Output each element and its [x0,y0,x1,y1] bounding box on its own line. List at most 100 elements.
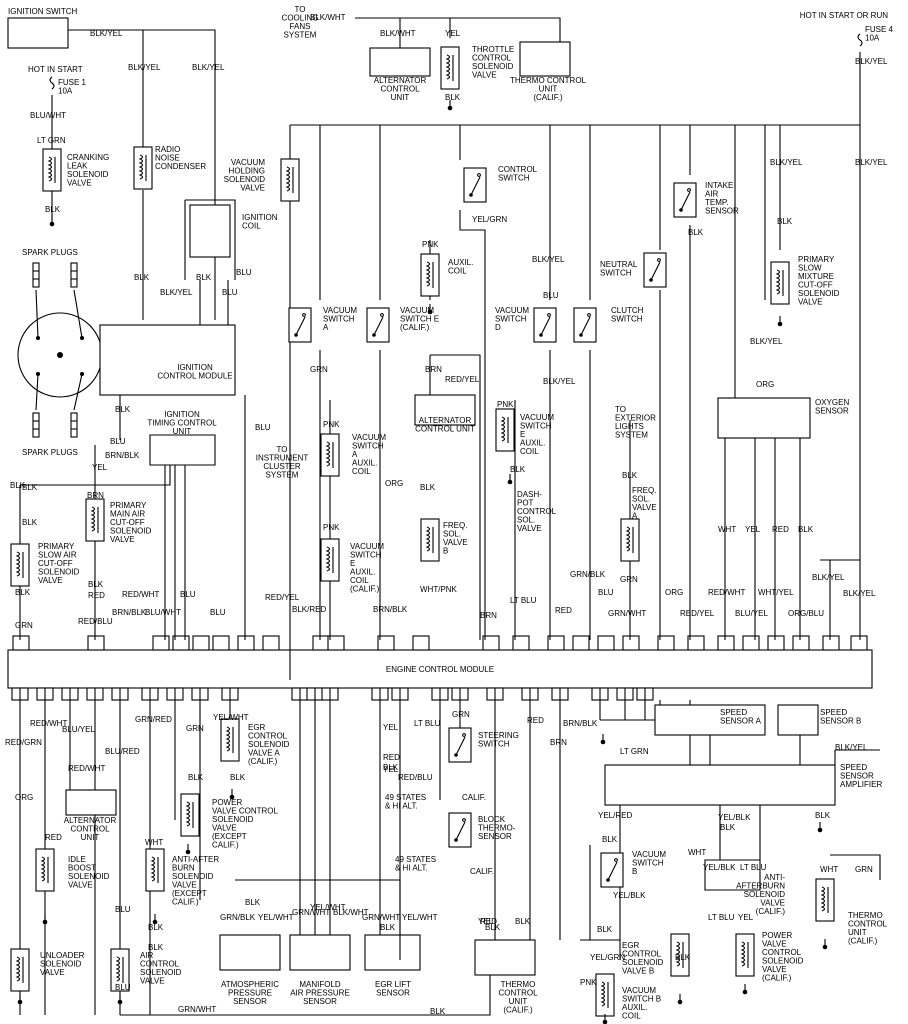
wire-color-label: ORG [665,588,683,597]
instrument-label: CLUSTER [263,462,301,471]
ecm-pin [657,635,675,651]
wire-color-label: BLK [815,811,831,820]
block-thermo-label: THERMO- [478,824,516,833]
control-switch-label: SWITCH [498,174,530,183]
thermo-top-label: UNIT [539,85,558,94]
wire-color-label: LT GRN [620,747,649,756]
ext-lights-label: EXTERIOR [615,414,656,423]
wire-color-label: BLU [255,423,271,432]
alt-ctrl-top-label: ALTERNATOR [374,76,427,85]
ignition-switch-label: IGNITION SWITCH [8,7,78,16]
auxil-coil-label: AUXIL. [448,258,473,267]
to-cooling-label: TO [295,5,306,14]
wire-color-label: BLK/YEL [750,337,783,346]
thermo-control-top-box [519,41,571,77]
wire-color-label: LT BLU [510,596,537,605]
wire-color-label: RED [480,917,497,926]
wire-color-label: PNK [422,240,439,249]
wire-color-label: YEL [383,723,399,732]
instrument-label: SYSTEM [266,471,299,480]
primary-main-air-label: VALVE [110,535,135,544]
anti-after-r-label: (CALIF.) [756,907,786,916]
wire-color-label: GRN/BLK [220,913,256,922]
wire-color-label: ORG [15,793,33,802]
wire-color-label: BRN [550,738,567,747]
vac-sw-e-aux2-label: COIL [520,447,539,456]
block-thermo-label: BLOCK [478,815,506,824]
wire-color-label: BLK/WHT [333,908,369,917]
power-valve-l-label: CALIF.) [212,841,239,850]
vac-sw-b-aux-label: AUXIL. [622,1003,647,1012]
vac-sw-e-aux-label: (CALIF.) [350,585,380,594]
speed-amp-label: AMPLIFIER [840,780,882,789]
wire-color-label: BLK [380,923,396,932]
steering-sw-label: STEERING [478,731,519,740]
oxygen-label: SENSOR [815,407,849,416]
egr-ctrl-a-label: EGR [248,723,266,732]
thermo-r-label: THERMO [848,911,883,920]
ecm-pin [377,635,395,651]
wire-color-label: ORG/BLU [788,609,824,618]
wire-color-label: WHT [820,865,838,874]
cranking-leak-label: SOLENOID [67,170,109,179]
power-valve-r-label: CONTROL [762,948,802,957]
states-top-label: & HI ALT. [385,802,418,811]
wire-color-label: BLK [777,217,793,226]
vac-sw-e-aux2-label: SWITCH [520,422,552,431]
wire-color-label: BLU/WHT [30,111,66,120]
wire-color-label: BLK [430,1007,446,1016]
speed-sensor-b-box [777,704,819,736]
vac-sw-a-aux-label: COIL [352,467,371,476]
wire-color-label: PNK [497,400,514,409]
anti-after-l-label: ANTI-AFTER [172,855,219,864]
vac-sw-d-label: VACUUM [495,306,529,315]
wire-color-label: BLK [720,823,736,832]
wire-color-label: BLK/WHT [310,13,346,22]
freq-sol-a-label: A [632,512,638,521]
fuse4-label: FUSE 4 [865,25,894,34]
power-valve-r-label: VALVE [762,965,787,974]
manifold-label: SENSOR [303,997,337,1006]
alt-ctrl-mid-label: ALTERNATOR [419,416,472,425]
idle-boost-label: IDLE [68,855,86,864]
hot-start-label: HOT IN START [28,65,83,74]
primary-slow-air-label: PRIMARY [38,542,75,551]
wire-color-label: YEL [383,765,399,774]
thermo-r-label: CONTROL [848,920,888,929]
wire-color-label: YEL [92,463,108,472]
freq-sol-b-label: B [443,547,448,556]
ecm-pin [412,635,430,651]
wire-color-label: PNK [580,978,597,987]
neutral-sw-label: NEUTRAL [600,260,638,269]
wire-color-label: BLK [445,93,461,102]
clutch-sw-label: CLUTCH [611,306,644,315]
wire-color-label: BLK [798,525,814,534]
alternator-control-bottom-box [65,789,117,816]
wire-color-label: BLK [22,518,38,527]
oxygen-label: OXYGEN [815,398,849,407]
ecm-pin [792,635,810,651]
hot-start-run-label: HOT IN START OR RUN [800,11,889,20]
wire-color-label: RED/WHT [30,719,67,728]
primary-slow-mix-label: MIXTURE [798,272,834,281]
wires [7,17,881,1016]
radio-noise-label: RADIO [155,145,180,154]
thermo-r-label: UNIT [848,928,867,937]
wire-color-label: GRN/WHT [362,913,400,922]
vac-sw-a-aux-label: A [352,450,358,459]
ecm-pin [767,635,785,651]
vac-sw-a-aux-label: SWITCH [352,442,384,451]
wire-color-label: ORG [385,479,403,488]
speed-b-label: SENSOR B [820,717,861,726]
power-valve-r-label: VALVE [762,940,787,949]
wire-color-label: BLK [383,763,399,772]
dashpot-label: VALVE [517,524,542,533]
egr-ctrl-a-label: CONTROL [248,732,288,741]
vac-sw-e-aux2-label: AUXIL. [520,439,545,448]
radio-noise-label: NOISE [155,154,180,163]
vac-sw-e-label: (CALIF.) [400,323,430,332]
steering-sw-label: SWITCH [478,740,510,749]
anti-after-l-label: (EXCEPT [172,889,207,898]
wire-color-label: BLK [88,580,104,589]
radio-noise-label: CONDENSER [155,162,206,171]
